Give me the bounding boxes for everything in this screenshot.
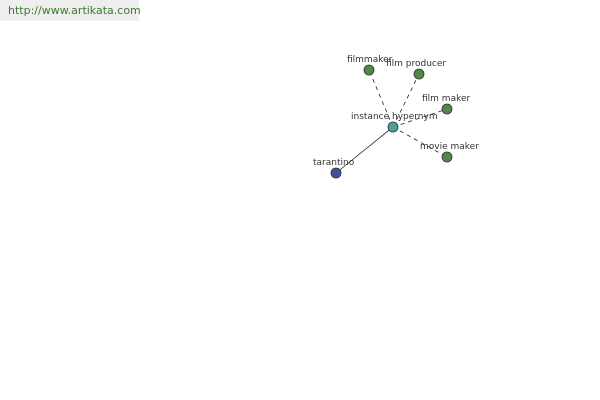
label-hypernym-3: film maker: [422, 94, 471, 104]
edge-center-to-hypernym-2: [392, 73, 420, 128]
node-hypernym-3[interactable]: [441, 103, 453, 115]
label-term: tarantino: [313, 158, 355, 168]
node-hypernym-2[interactable]: [413, 68, 425, 80]
label-hypernym-2: film producer: [386, 59, 446, 69]
node-hypernym-4[interactable]: [441, 151, 453, 163]
node-term[interactable]: [330, 167, 342, 179]
graph-edges: [335, 69, 448, 174]
label-hypernym-4: movie maker: [420, 142, 479, 152]
node-center[interactable]: [387, 121, 399, 133]
site-url-link[interactable]: http://www.artikata.com: [8, 4, 141, 17]
graph-nodes: [330, 64, 453, 179]
label-hypernym-1: filmmaker: [347, 55, 393, 65]
edge-center-to-hypernym-1: [368, 69, 394, 128]
url-banner: http://www.artikata.com: [0, 0, 141, 21]
graph-labels: tarantino instance hypernym filmmaker fi…: [313, 55, 479, 168]
edge-center-to-hypernym-3: [392, 108, 448, 128]
node-hypernym-1[interactable]: [363, 64, 375, 76]
label-center: instance hypernym: [351, 112, 438, 122]
edge-center-to-hypernym-4: [392, 126, 448, 158]
edge-term-to-center: [335, 126, 394, 174]
